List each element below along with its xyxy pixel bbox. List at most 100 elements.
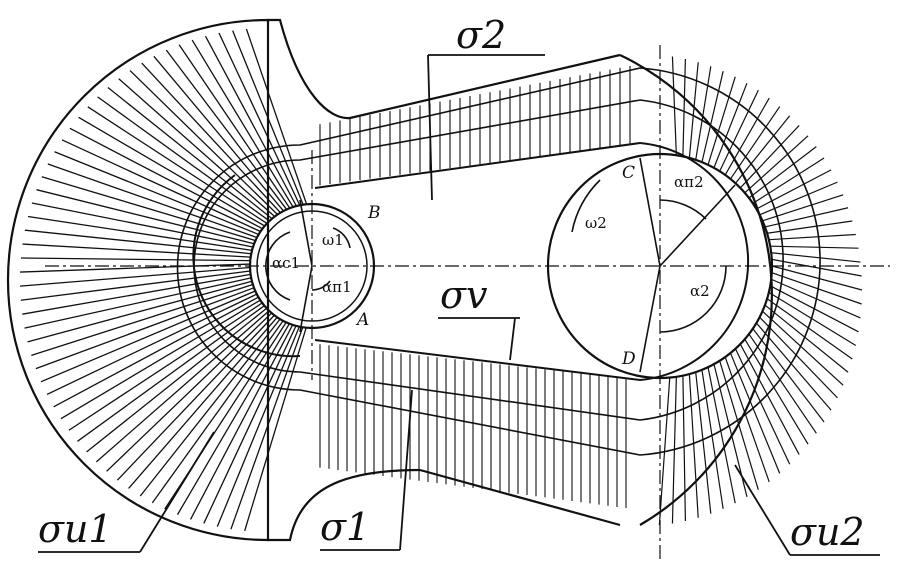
center-lines: [45, 45, 890, 560]
hatch-line: [724, 356, 770, 483]
hatch-line: [771, 272, 862, 305]
hatch-line: [719, 90, 759, 172]
hatch-line: [20, 266, 251, 287]
hatch-line: [695, 66, 712, 160]
hatch-line: [31, 202, 254, 248]
hatch-line: [682, 58, 686, 157]
hatch-line: [191, 39, 294, 208]
hatch-line: [151, 320, 284, 504]
hatch-line: [671, 56, 677, 156]
hatch-line: [36, 189, 255, 245]
hatch-line: [764, 304, 849, 373]
hatch-line: [245, 28, 308, 205]
hatch-line: [178, 44, 291, 209]
hatch-line: [46, 293, 258, 395]
hatch-line: [695, 372, 712, 514]
hatch-line: [141, 62, 281, 214]
hatch-line: [755, 322, 832, 411]
hatch-line: [735, 115, 791, 184]
hatch-line: [54, 151, 259, 236]
hatch-line: [116, 314, 275, 481]
hatch-line: [658, 377, 671, 526]
hatch-line: [189, 324, 294, 520]
hatch-line: [729, 352, 781, 474]
hatch-line: [748, 146, 817, 199]
hatch-line: [739, 125, 800, 189]
hatch-line: [762, 310, 844, 386]
diagram-labels: σ2 σv σ1 σи1 σи2 A B C D ω1 ω2 αc1 αп1 α…: [38, 13, 865, 554]
hatch-line: [767, 220, 853, 234]
hatch-line: [770, 278, 861, 319]
hatch-line: [701, 71, 724, 163]
hatch-line: [766, 298, 853, 360]
label-sigma-v: σv: [440, 273, 488, 317]
label-alpha-c1: αc1: [272, 254, 300, 272]
hatch-line: [20, 257, 251, 262]
hatch-line: [128, 316, 278, 489]
hatch-line: [729, 106, 781, 180]
label-alpha-n2: αп2: [674, 173, 704, 191]
stress-hatching-right: [658, 56, 863, 526]
hatch-line: [68, 302, 263, 431]
hatch-line: [47, 163, 258, 239]
hatch-line: [764, 207, 849, 228]
hatch-line: [748, 333, 817, 434]
hatch-line: [24, 229, 252, 255]
hatch-line: [682, 375, 686, 522]
hatch-line: [771, 265, 863, 291]
label-sigma-1: σ1: [320, 505, 370, 549]
label-omega-1: ω1: [322, 231, 344, 249]
hatch-line: [22, 273, 251, 315]
label-point-d: D: [621, 349, 636, 369]
angle-construction: [265, 157, 736, 373]
hatch-line: [24, 277, 252, 329]
hatch-line: [770, 245, 859, 249]
label-sigma-2: σ2: [456, 13, 506, 57]
label-point-a: A: [355, 310, 369, 330]
label-point-c: C: [622, 163, 635, 183]
hatch-line: [41, 176, 256, 242]
hatch-line: [27, 280, 253, 343]
label-sigma-u2: σи2: [790, 510, 865, 554]
hatch-line: [744, 135, 809, 194]
hatch-line: [232, 30, 304, 205]
hatch-line: [759, 316, 838, 399]
hatch-line: [771, 258, 862, 277]
hatch-line: [752, 157, 825, 204]
hatch-line: [31, 283, 254, 356]
hatch-line: [203, 325, 297, 524]
hatch-line: [107, 87, 273, 220]
hatch-line: [69, 127, 263, 230]
hatch-line: [688, 62, 699, 158]
hatch-line: [771, 252, 861, 263]
hatch-line: [20, 263, 251, 273]
hatch-line: [719, 360, 759, 490]
hatch-line: [701, 369, 724, 509]
hatch-line: [768, 291, 857, 347]
hatch-line: [87, 106, 268, 224]
hatch-line: [218, 32, 301, 206]
hatch-line: [768, 233, 856, 241]
hatch-line: [53, 296, 259, 408]
hatch-line: [35, 287, 255, 370]
hatch-line: [60, 299, 261, 420]
hatch-line: [216, 326, 300, 527]
hatch-line: [97, 96, 270, 222]
hatch-line: [671, 376, 677, 524]
hatch-line: [244, 327, 307, 532]
hatch-line: [129, 70, 278, 215]
hatch-line: [713, 82, 748, 169]
outer-stress-boundary: [6, 18, 773, 542]
hatch-line: [106, 312, 273, 472]
hatch-line: [118, 78, 276, 217]
hatch-line: [688, 374, 699, 518]
hatch-line: [153, 55, 284, 212]
hatch-line: [724, 97, 770, 176]
hatch-line: [78, 116, 265, 227]
label-alpha-2: α2: [690, 282, 710, 300]
hatch-line: [744, 338, 809, 445]
hatch-line: [22, 243, 251, 258]
hatch-line: [769, 285, 859, 333]
hatch-line: [27, 215, 253, 252]
